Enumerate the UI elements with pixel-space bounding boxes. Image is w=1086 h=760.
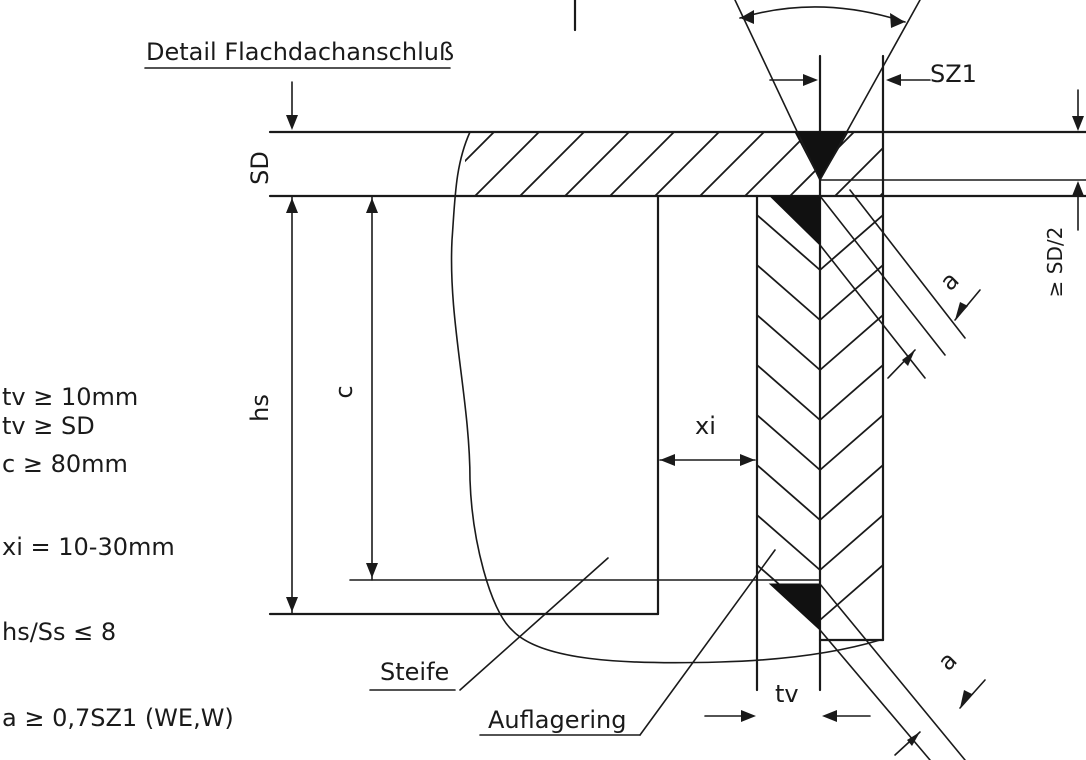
weld-a-line-upper-3 [849,189,966,339]
groove-angle-arc [739,6,906,23]
condition-5: hs/Ss ≤ 8 [2,618,116,646]
title-text: Detail Flachdachanschluß [146,38,454,66]
roof-plate [268,130,1086,198]
auflagering-leader [639,549,776,736]
hs-arrowhead-top [286,198,298,213]
sd-label: SD [246,151,274,185]
a-label-upper: a [934,266,964,296]
sd-arrowhead-top [286,115,298,130]
sz1-arrowhead-right [886,74,901,86]
support-ring [755,54,885,692]
c-arrowhead-bottom [366,563,378,578]
break-line [450,131,881,664]
upper-fillet-weld [768,195,821,247]
stiffener [268,194,660,616]
a-dim-arrow-lower-1 [959,679,986,709]
c-label: c [330,385,358,398]
hs-label: hs [246,394,274,422]
groove-line-right [819,0,921,181]
xi-arrowhead-left [660,454,675,466]
weld-a-line-upper-1 [819,195,946,356]
top-weld [794,131,849,182]
auflagering-label: Auflagering [488,706,626,734]
a-arrowhead-lower-2 [907,732,920,746]
tv-arrowhead-right [822,710,837,722]
tv-label: tv [775,680,799,708]
tv-arrowhead-left [741,710,756,722]
sz1-arrowhead-left [803,74,818,86]
groove-line-left [734,0,821,181]
a-arrowhead-upper-2 [902,350,915,366]
sd2-label: ≥ SD/2 [1043,227,1067,298]
sd2-arrowhead-bottom [1072,181,1084,196]
condition-6: a ≥ 0,7SZ1 (WE,W) [2,704,234,732]
sd2-arrowhead-top [1072,116,1084,131]
condition-4: xi = 10-30mm [2,533,175,561]
conditions-list: tv ≥ 10mm tv ≥ SD c ≥ 80mm xi = 10-30mm … [2,383,234,732]
xi-arrowhead-right [740,454,755,466]
condition-1: tv ≥ 10mm [2,383,138,411]
a-label-lower: a [932,646,962,676]
c-arrowhead-top [366,198,378,213]
arc-arrow-left [740,10,754,24]
steife-label: Steife [380,658,449,686]
xi-label: xi [695,412,716,440]
condition-3: c ≥ 80mm [2,450,128,478]
weld-a-line-lower-1 [819,583,966,760]
ring-hatching [757,214,883,621]
condition-2: tv ≥ SD [2,412,95,440]
hs-arrowhead-bottom [286,597,298,612]
sz1-label: SZ1 [930,60,977,88]
a-arrowhead-upper-1 [955,302,968,320]
roof-hatching [465,132,883,196]
a-arrowhead-lower-1 [960,690,972,708]
steife-leader [459,557,609,691]
arc-arrow-right [890,13,905,28]
lower-fillet-weld [768,583,821,632]
